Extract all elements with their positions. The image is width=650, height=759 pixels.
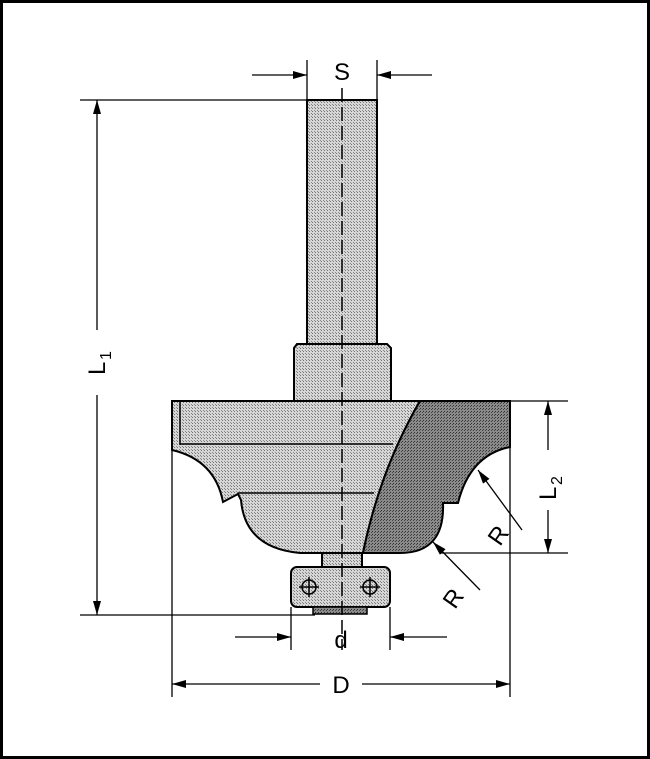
label-total-length-sub: 1 bbox=[98, 351, 115, 360]
dimensions bbox=[80, 60, 568, 697]
label-cut-length-sub: 2 bbox=[549, 476, 566, 485]
washer bbox=[312, 606, 368, 615]
label-bearing-diameter: d bbox=[334, 627, 347, 654]
label-total-length: L bbox=[84, 362, 111, 375]
router-bit bbox=[171, 99, 511, 615]
cutter-blade bbox=[361, 400, 511, 554]
screw-icon bbox=[299, 577, 380, 597]
label-shank: S bbox=[334, 59, 350, 86]
label-cut-diameter: D bbox=[332, 672, 349, 699]
label-cut-length: L bbox=[535, 487, 562, 500]
